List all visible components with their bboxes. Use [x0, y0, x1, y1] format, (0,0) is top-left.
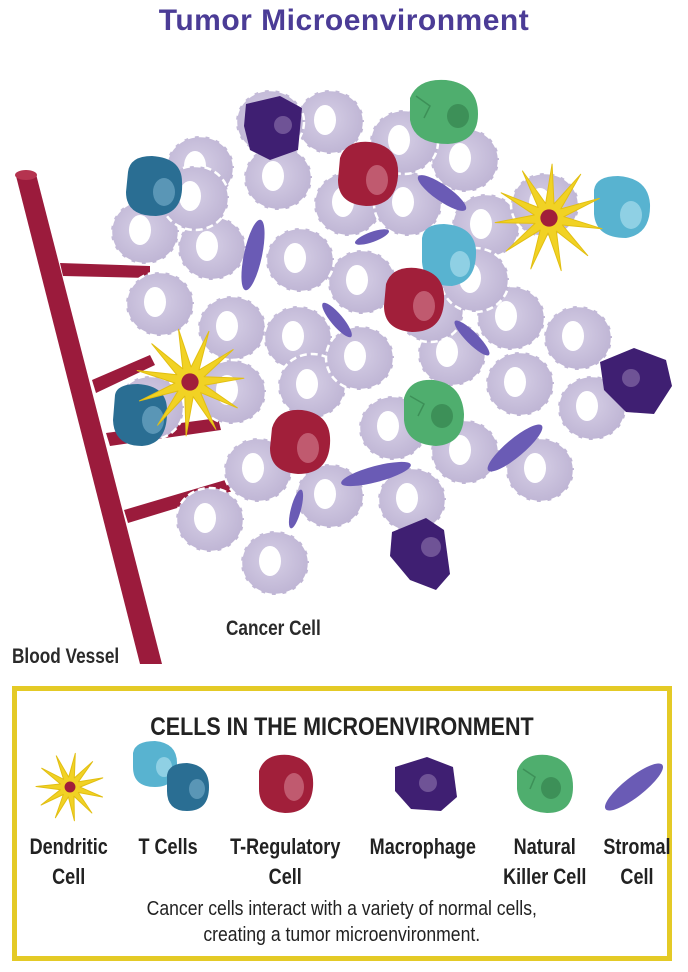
legend-icons — [35, 741, 664, 822]
t-regulatory-cell — [384, 267, 445, 332]
stromal-cell — [354, 229, 390, 245]
cancer-cell — [124, 270, 196, 338]
cancer-cell-label: Cancer Cell — [226, 617, 321, 640]
t-regulatory-cell — [338, 141, 399, 206]
stromal-cell — [417, 175, 467, 211]
cancer-cell — [504, 436, 576, 504]
t-cells-icon — [133, 741, 209, 811]
legend-label-stromal-cell: Stromal Cell — [603, 834, 671, 889]
cancer-cell — [324, 324, 396, 392]
cancer-cell — [264, 226, 336, 294]
legend-title: CELLS IN THE MICROENVIRONMENT — [150, 713, 534, 741]
cancer-cell — [484, 350, 556, 418]
stromal-cell-icon — [604, 763, 664, 811]
t-regulatory-cell-icon — [259, 754, 314, 813]
macrophages — [244, 96, 672, 590]
legend-label-natural-killer-cell: Natural Killer Cell — [503, 834, 587, 889]
natural-killer-cells — [404, 79, 478, 446]
macrophage — [390, 518, 450, 590]
natural-killer-cell — [404, 379, 464, 446]
tumor-microenvironment-illustration — [15, 79, 672, 664]
stromal-cell — [241, 219, 265, 291]
dendritic-cell — [136, 328, 245, 437]
legend-label-t-regulatory-cell: T-Regulatory Cell — [229, 834, 341, 889]
t-cells — [113, 156, 651, 446]
natural-killer-cell — [410, 79, 478, 144]
macrophage — [600, 348, 672, 414]
macrophage-icon — [395, 757, 457, 811]
cancer-cell — [239, 529, 311, 597]
blood-vessel-label: Blood Vessel — [12, 645, 120, 668]
stromal-cell — [487, 424, 543, 472]
cancer-cell — [376, 466, 448, 534]
t-regulatory-cells — [270, 141, 445, 474]
legend-label-t-cells: T Cells — [138, 834, 198, 859]
natural-killer-cell-icon — [517, 754, 573, 813]
t-cell — [113, 384, 168, 446]
t-cell — [126, 156, 183, 216]
dendritic-cell — [494, 163, 603, 272]
cancer-cell — [542, 304, 614, 372]
t-regulatory-cell — [270, 409, 331, 474]
stromal-cell — [341, 461, 411, 487]
page-title: Tumor Microenvironment — [158, 4, 530, 37]
cancer-cell — [294, 88, 366, 156]
legend-label-dendritic-cell: Dendritic Cell — [29, 834, 109, 889]
stromal-cell — [288, 489, 304, 529]
macrophage — [244, 96, 302, 160]
stromal-cells — [241, 175, 543, 529]
cancer-cell — [109, 198, 181, 266]
legend-caption: Cancer cells interact with a variety of … — [146, 898, 538, 946]
t-cell — [422, 224, 477, 286]
dendritic-cells — [136, 163, 603, 437]
legend-label-macrophage: Macrophage — [369, 834, 477, 859]
cancer-cell — [174, 486, 246, 554]
stromal-cell — [454, 320, 490, 356]
legend-box: CELLS IN THE MICROENVIRONMENT Dendritic … — [12, 686, 672, 961]
t-cell — [594, 176, 651, 238]
dendritic-cell-icon — [35, 752, 104, 822]
stromal-cell — [322, 302, 352, 338]
